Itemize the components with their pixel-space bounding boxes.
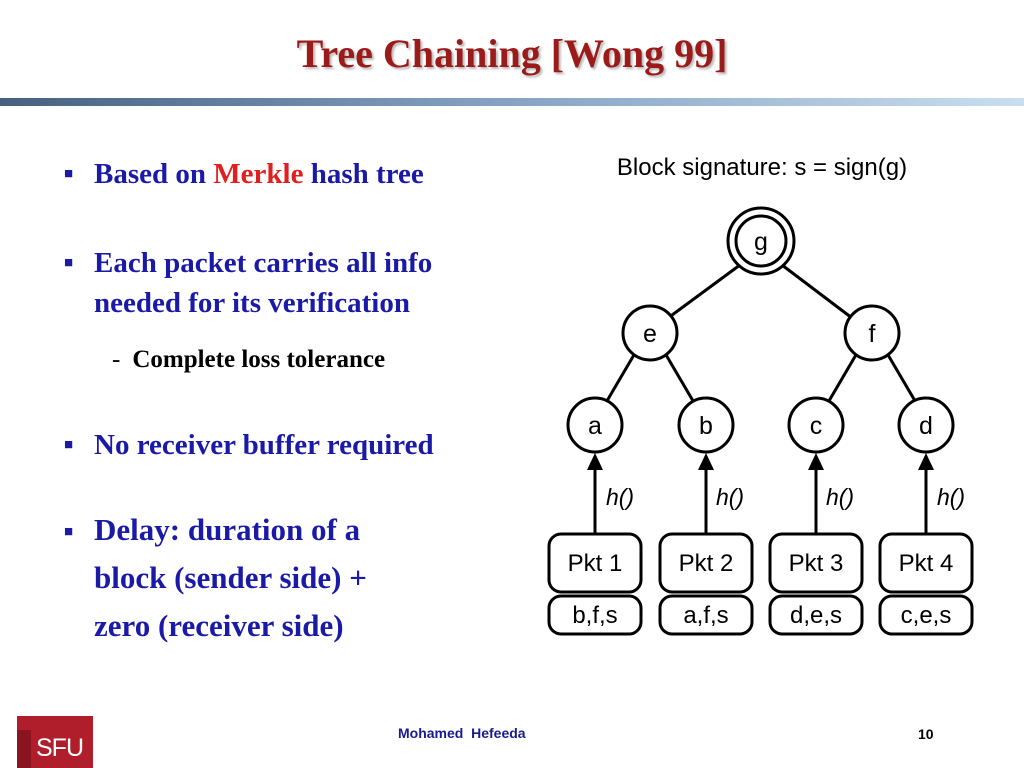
packet-3: Pkt 3 d,e,s	[768, 532, 864, 636]
packet-4: Pkt 4 c,e,s	[878, 532, 974, 636]
node-label: f	[869, 320, 876, 348]
sfu-logo: SFU	[17, 716, 93, 768]
page-number: 10	[918, 726, 934, 742]
packet-auth-info: b,f,s	[572, 602, 617, 629]
logo-stripe	[17, 730, 31, 768]
tree-node-a: a	[566, 396, 624, 454]
title-divider	[0, 98, 1024, 106]
node-label: g	[754, 228, 768, 256]
arrow-heads	[587, 453, 934, 470]
bullet-text: No receiver buffer required	[94, 429, 434, 461]
hash-label: h()	[716, 484, 744, 510]
logo-text: SFU	[36, 734, 84, 762]
packet-auth-info: c,e,s	[901, 602, 952, 629]
hash-labels: h() h() h() h()	[606, 484, 965, 510]
hash-arrows	[593, 468, 928, 534]
bullet-text: Based on Merkle hash tree	[94, 158, 424, 190]
packet-label: Pkt 4	[899, 550, 954, 577]
bullet-square-icon: ■	[64, 166, 74, 182]
bullet-square-icon: ■	[64, 437, 74, 453]
hash-label: h()	[937, 484, 965, 510]
tree-node-root: g	[726, 206, 796, 276]
tree-node-d: d	[897, 396, 955, 454]
node-label: d	[919, 412, 933, 440]
hash-label: h()	[606, 484, 634, 510]
node-label: a	[588, 412, 602, 440]
packet-auth-info: d,e,s	[790, 602, 842, 629]
slide-title: Tree Chaining [Wong 99]	[296, 31, 728, 76]
packet-label: Pkt 3	[789, 550, 844, 577]
packet-2: Pkt 2 a,f,s	[658, 532, 754, 636]
bullet-square-icon: ■	[64, 524, 74, 540]
merkle-highlight: Merkle	[213, 158, 304, 190]
tree-node-c: c	[787, 396, 845, 454]
hash-label: h()	[826, 484, 854, 510]
packet-label: Pkt 1	[568, 550, 623, 577]
node-label: e	[643, 320, 657, 348]
node-label: b	[699, 412, 713, 440]
tree-node-f: f	[843, 304, 901, 362]
footer-author: Mohamed Hefeeda	[398, 725, 526, 741]
diagram-caption: Block signature: s = sign(g)	[617, 154, 907, 181]
bullet-square-icon: ■	[64, 255, 74, 271]
tree-node-b: b	[677, 396, 735, 454]
packet-1: Pkt 1 b,f,s	[547, 532, 643, 636]
packet-label: Pkt 2	[679, 550, 734, 577]
sub-bullet-loss-tolerance: -Complete loss tolerance	[112, 346, 386, 373]
packet-auth-info: a,f,s	[683, 602, 728, 629]
tree-edges	[602, 260, 920, 407]
node-label: c	[810, 412, 823, 440]
tree-node-e: e	[621, 304, 679, 362]
